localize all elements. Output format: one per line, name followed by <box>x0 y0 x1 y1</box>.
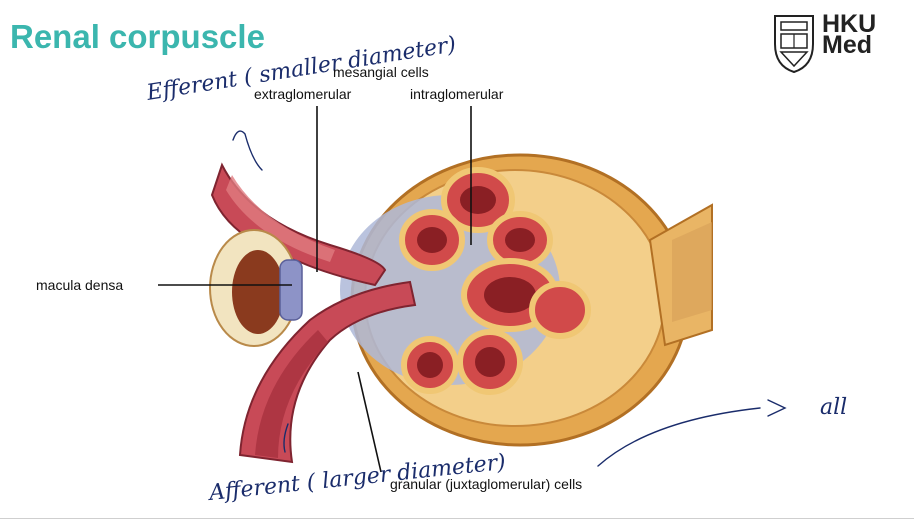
logo-line1: HKU <box>822 10 877 38</box>
intraglomerular-label: intraglomerular <box>410 86 504 102</box>
glomerular-capillaries <box>399 167 591 395</box>
granular-cells-label: granular (juxtaglomerular) cells <box>390 476 583 492</box>
extraglomerular-label: extraglomerular <box>254 86 352 102</box>
page-title: Renal corpuscle <box>10 18 265 55</box>
hku-crest-icon <box>774 15 814 74</box>
handwritten-ink <box>232 130 787 467</box>
afferent-arteriole <box>238 280 417 464</box>
granular-line <box>357 371 382 473</box>
right-annotation: all <box>820 395 847 420</box>
logo-line2: Med <box>822 31 872 59</box>
slide-divider <box>0 518 914 519</box>
macula-densa-cells <box>279 259 303 321</box>
macula-densa-label: macula densa <box>36 277 124 293</box>
mesangial-label: mesangial cells <box>333 64 429 80</box>
hku-med-logo: HKU Med <box>822 10 877 59</box>
